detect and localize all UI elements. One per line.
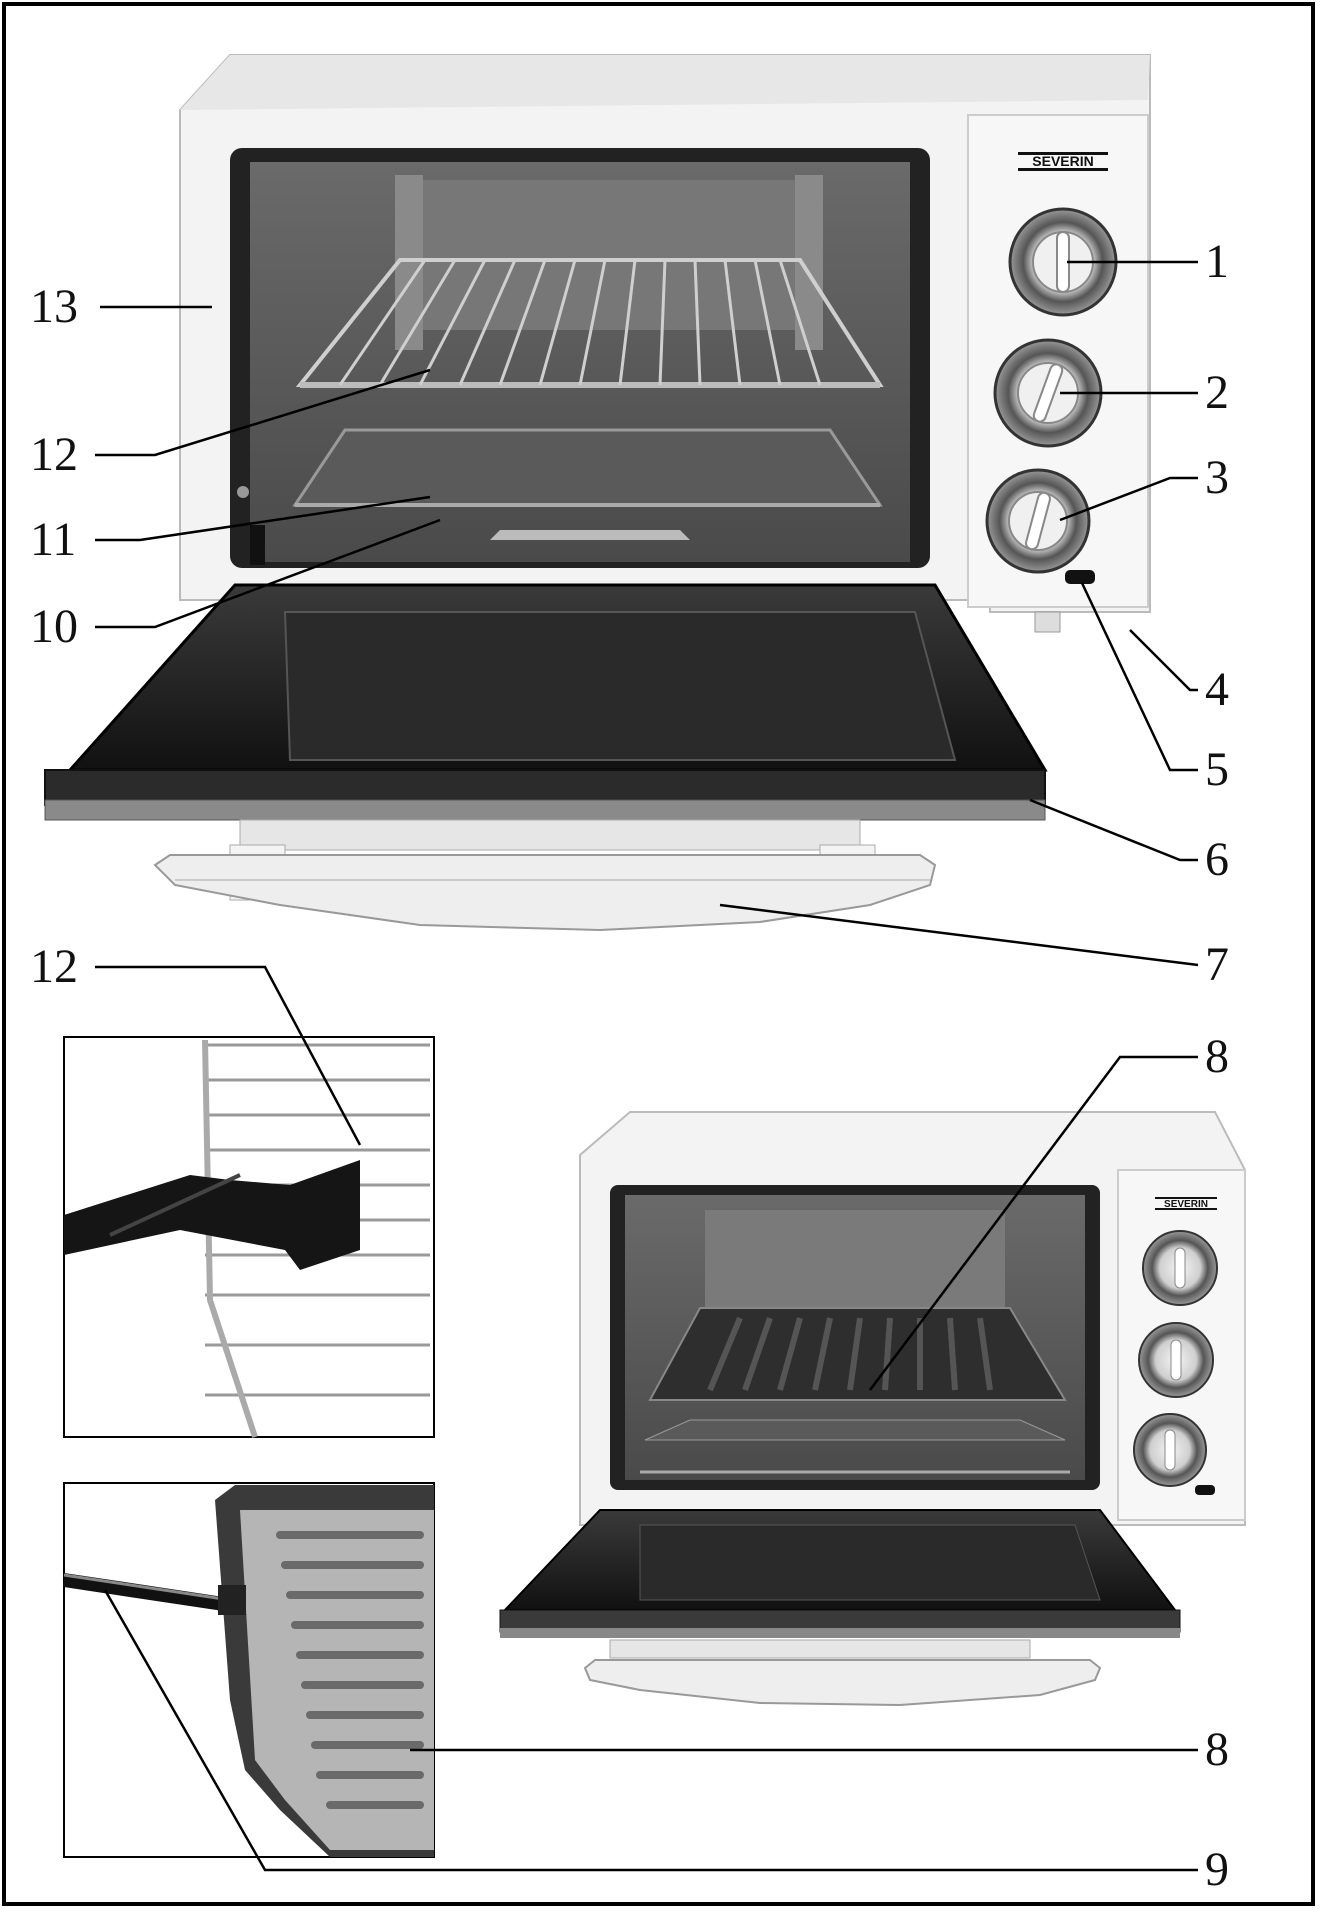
leader-7 — [719, 903, 1199, 967]
label-7: 7 — [1205, 938, 1229, 991]
label-2: 2 — [1205, 366, 1229, 419]
label-6: 6 — [1205, 833, 1229, 886]
leader-4 — [1129, 629, 1198, 692]
door-handle — [153, 819, 937, 932]
label-8-bottom: 8 — [1205, 1723, 1229, 1776]
label-4: 4 — [1205, 663, 1229, 716]
timer-knob — [985, 468, 1091, 574]
label-9: 9 — [1205, 1843, 1229, 1896]
label-13: 13 — [30, 280, 78, 333]
small-brand-logo: SEVERIN — [1155, 1197, 1217, 1210]
label-1: 1 — [1205, 235, 1229, 288]
wire-rack — [295, 258, 884, 388]
detail-rack-handling — [63, 1036, 435, 1438]
leader-lines — [95, 260, 1199, 1872]
label-3: 3 — [1205, 451, 1229, 504]
function-knob — [993, 338, 1103, 448]
detail-grill-pan — [62, 1482, 435, 1858]
baking-tray — [292, 428, 883, 540]
leader-8-top — [869, 1055, 1198, 1391]
main-oven: SEVERIN — [44, 54, 1151, 932]
second-oven-view: SEVERIN — [499, 1111, 1246, 1707]
leader-9 — [103, 1589, 1198, 1872]
leader-12-top — [95, 368, 431, 457]
label-5: 5 — [1205, 743, 1229, 796]
leader-10 — [95, 518, 441, 629]
leader-5 — [1080, 582, 1198, 772]
brand-logo: SEVERIN — [1018, 152, 1108, 171]
label-12-top: 12 — [30, 428, 78, 481]
label-11: 11 — [30, 513, 77, 566]
leader-6 — [1029, 798, 1198, 862]
label-10: 10 — [30, 600, 78, 653]
oven-door — [44, 583, 1048, 821]
svg-text:SEVERIN: SEVERIN — [1032, 153, 1093, 169]
label-12-detail: 12 — [30, 940, 78, 993]
indicator-lamp — [1065, 570, 1095, 584]
leader-12-detail — [95, 965, 362, 1146]
label-8-top: 8 — [1205, 1030, 1229, 1083]
leader-3 — [1059, 476, 1198, 522]
svg-text:SEVERIN: SEVERIN — [1164, 1199, 1208, 1210]
leader-11 — [95, 495, 431, 542]
